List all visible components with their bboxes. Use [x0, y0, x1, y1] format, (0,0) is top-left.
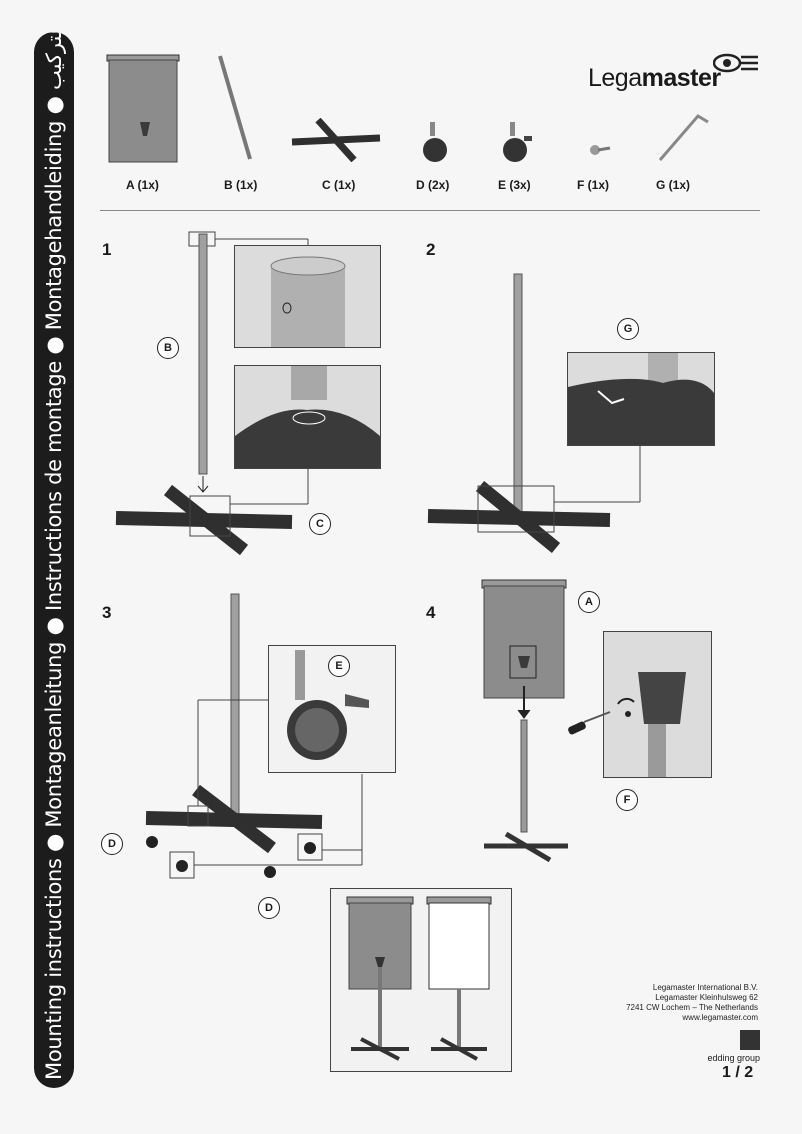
step-4-callout-a: A [578, 591, 600, 613]
part-a-label: A (1x) [126, 178, 159, 192]
part-d-caster-image [423, 122, 447, 162]
step-4-illustration [481, 579, 568, 863]
page-number: 1 / 2 [722, 1064, 754, 1081]
step-3-callout-d-left: D [101, 833, 123, 855]
address-city: 7241 CW Lochem – The Netherlands [626, 1003, 758, 1012]
sidebar-title-bar: Mounting instructions ● Montageanleitung… [34, 32, 74, 1088]
step-2-detail-screw [567, 352, 715, 446]
step-1-detail-base-socket [234, 365, 381, 469]
step-1-callout-c: C [309, 513, 331, 535]
step-1-detail-pole-top [234, 245, 381, 348]
step-1-illustration [115, 231, 309, 556]
part-g-allen-key-image [658, 114, 709, 161]
eye-logo-icon [713, 53, 758, 73]
step-3-callout-d-bottom: D [258, 897, 280, 919]
address-street: Legamaster Kleinhulsweg 62 [655, 993, 758, 1002]
part-c-label: C (1x) [322, 178, 356, 192]
step-3-illustration [145, 593, 363, 879]
part-b-label: B (1x) [224, 178, 258, 192]
part-f-screw-image [590, 145, 611, 155]
part-g-label: G (1x) [656, 178, 691, 192]
step-2-number: 2 [426, 240, 436, 259]
step-2-illustration [427, 273, 641, 554]
screwdriver-icon [568, 711, 611, 735]
step-3-callout-e: E [328, 655, 350, 677]
edding-mark-icon [740, 1030, 760, 1050]
part-a-board-image [106, 54, 180, 163]
step-3-number: 3 [102, 603, 112, 622]
parts-list: A (1x) B (1x) C (1x) D (2x) E (3x) [100, 48, 720, 198]
section-divider [100, 210, 760, 211]
step-2-callout-g: G [617, 318, 639, 340]
assembled-flipcharts-panel [330, 888, 512, 1072]
step-4-callout-f: F [616, 789, 638, 811]
address-company: Legamaster International B.V. [652, 983, 758, 992]
part-d-label: D (2x) [416, 178, 450, 192]
part-c-base-image [291, 118, 381, 162]
part-f-label: F (1x) [577, 178, 610, 192]
edding-group-text: edding group [707, 1053, 760, 1063]
step-1-number: 1 [102, 240, 112, 259]
part-e-label: E (3x) [498, 178, 531, 192]
step-4-detail-bracket [603, 631, 712, 778]
brand-wordmark: Legamaster [588, 64, 721, 92]
part-e-caster-image [503, 122, 532, 162]
part-b-pole-image [218, 55, 252, 160]
edding-group-logo: edding group [700, 1030, 760, 1074]
brand-logo: Legamaster [588, 52, 760, 92]
company-address: Legamaster International B.V. Legamaster… [626, 983, 758, 1023]
address-website: www.legamaster.com [682, 1013, 758, 1022]
step-1-callout-b: B [157, 337, 179, 359]
step-4-number: 4 [426, 603, 436, 622]
sidebar-title: Mounting instructions ● Montageanleitung… [42, 32, 66, 1080]
